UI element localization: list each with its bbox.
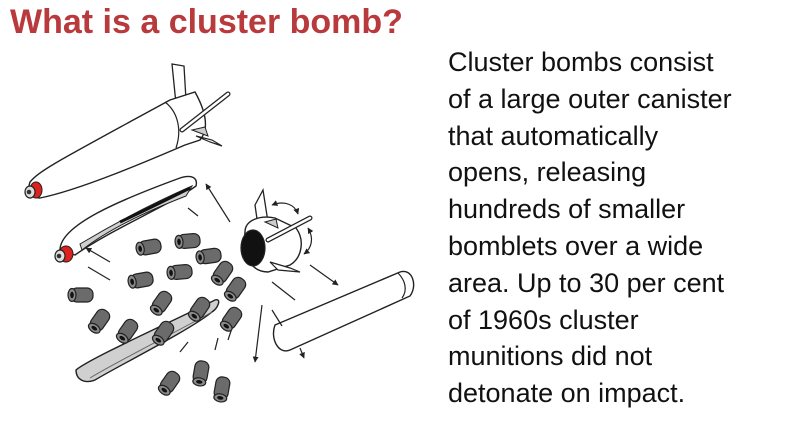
motion-arrows <box>85 183 339 363</box>
body-line: Cluster bombs consist <box>448 47 714 77</box>
body-line: bomblets over a wide <box>448 230 704 261</box>
tail-section <box>240 187 314 273</box>
body-line: of a large outer canister <box>448 83 732 114</box>
body-line: opens, releasing <box>448 157 647 188</box>
body-line: munitions did not <box>448 341 653 372</box>
detached-casing <box>272 270 415 352</box>
intact-bomb <box>24 63 231 199</box>
body-line: area. Up to 30 per cent <box>448 267 725 298</box>
body-line: hundreds of smaller <box>448 194 686 225</box>
body-line: of 1960s cluster <box>448 304 639 335</box>
body-line: detonate on impact. <box>448 378 686 409</box>
body-line: that automatically <box>448 120 659 151</box>
canister-half-upper <box>54 175 198 263</box>
slide-body-text: Cluster bombs consist of a large outer c… <box>448 44 798 412</box>
slide-title: What is a cluster bomb? <box>10 3 403 41</box>
cluster-bomb-illustration <box>24 63 415 404</box>
